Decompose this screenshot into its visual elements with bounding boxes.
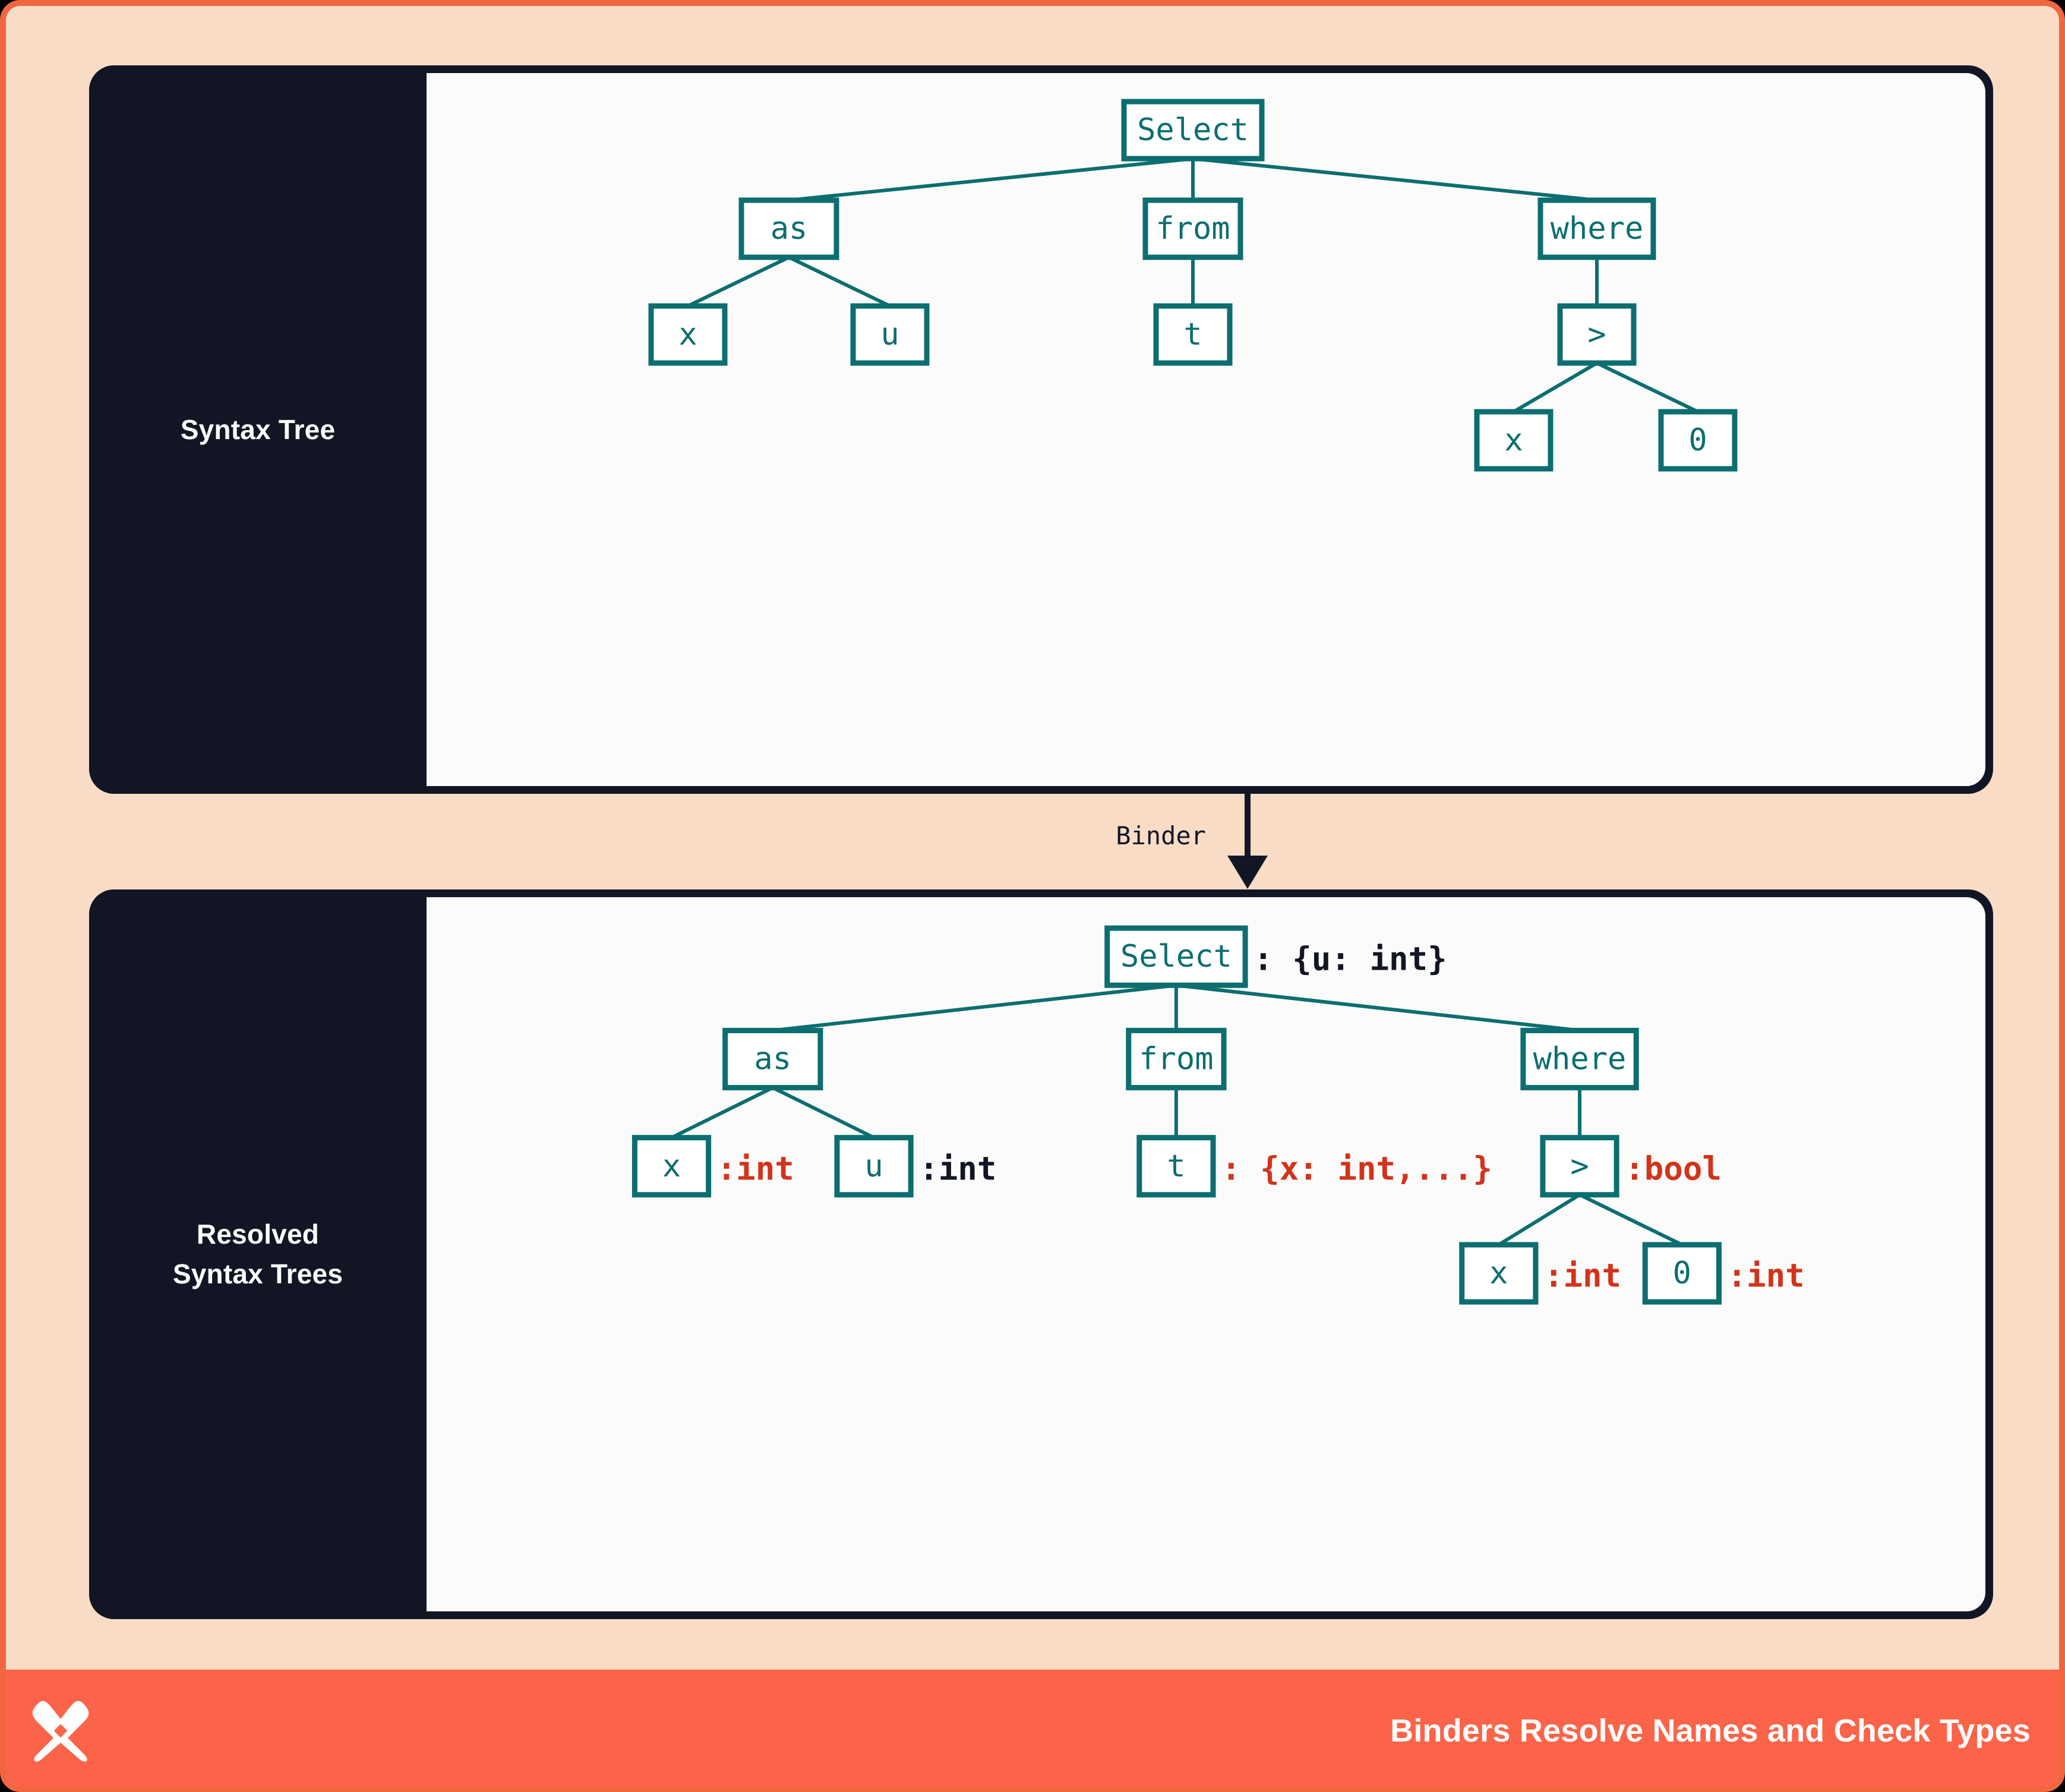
tree-node-box (1459, 1242, 1539, 1305)
binder-arrow-icon (1227, 794, 1268, 889)
tree-node-from[interactable]: from (1126, 1027, 1227, 1091)
tree-node-as[interactable]: as (722, 1027, 823, 1091)
tree-node-box (1153, 303, 1233, 366)
tree-node-box (1540, 1135, 1619, 1198)
tree-edge (772, 1086, 875, 1140)
tree-edge (1176, 983, 1580, 1033)
tree-node-from[interactable]: from (1142, 197, 1243, 260)
tree-node-as-u[interactable]: u (850, 303, 930, 366)
tree-node-gt-0[interactable]: 0 (1658, 409, 1738, 472)
syntax-tree-canvas: Select as from where x u t > x 0 (427, 73, 1985, 786)
tree-edge (788, 255, 891, 308)
binder-connector: Binder (956, 794, 1313, 890)
tree-node-box (1136, 1135, 1216, 1198)
tree-edge (772, 983, 1177, 1033)
tree-node-type-annotation: : {x: int,...} (1221, 1150, 1492, 1187)
tree-node-box (738, 197, 839, 260)
tree-node-gt-0[interactable]: 0 :int (1642, 1242, 1805, 1305)
tree-node-type-annotation: :int (717, 1150, 794, 1187)
tree-node-box (1126, 1027, 1227, 1091)
x-mark-logo-icon (27, 1698, 94, 1764)
tree-node-box (722, 1027, 823, 1091)
tree-node-label: 0 (1673, 1255, 1691, 1291)
panel-syntax-tree-label: Syntax Tree (89, 65, 427, 794)
tree-node-label: Select (1120, 939, 1232, 974)
syntax-tree-graphic: Select as from where x u t > x 0 (648, 99, 1738, 472)
tree-node-box (1658, 409, 1738, 472)
tree-node-type-annotation: :int (1544, 1257, 1621, 1295)
tree-node-box (1121, 99, 1265, 162)
tree-edge (687, 255, 790, 308)
tree-node-gt[interactable]: > (1557, 303, 1637, 366)
tree-node-select[interactable]: Select : {u: int} (1104, 925, 1447, 988)
tree-edge (1513, 361, 1598, 414)
tree-node-label: as (771, 211, 808, 247)
tree-node-select[interactable]: Select (1121, 99, 1265, 162)
footer-banner: Binders Resolve Names and Check Types (6, 1670, 2059, 1786)
tree-node-type-annotation: : {u: int} (1253, 941, 1447, 978)
tree-node-where[interactable]: where (1520, 1027, 1639, 1091)
resolved-syntax-tree-canvas: Select : {u: int} as from where x :int u :int t : … (427, 897, 1985, 1611)
tree-node-type-annotation: :int (1727, 1257, 1804, 1295)
tree-node-from-t[interactable]: t (1153, 303, 1233, 366)
tree-node-box (1142, 197, 1243, 260)
tree-node-label: t (1183, 317, 1202, 352)
tree-node-label: x (1489, 1255, 1508, 1291)
tree-node-box (648, 303, 728, 366)
tree-node-label: > (1570, 1149, 1589, 1184)
tree-node-as-x[interactable]: x :int (632, 1135, 794, 1198)
tree-node-box (632, 1135, 712, 1198)
tree-edge (1596, 361, 1699, 414)
tree-node-as-x[interactable]: x (648, 303, 728, 366)
tree-node-label: where (1551, 211, 1644, 247)
binder-label: Binder (1116, 821, 1206, 850)
tree-node-box (1520, 1027, 1639, 1091)
tree-edge (1498, 1193, 1581, 1247)
tree-node-box (1537, 197, 1656, 260)
tree-node-label: x (1504, 422, 1523, 458)
tree-edge (1578, 1193, 1683, 1247)
tree-node-box (1474, 409, 1554, 472)
tree-node-label: u (864, 1149, 883, 1184)
resolved-syntax-tree-graphic: Select : {u: int} as from where x :int u :int t : … (632, 925, 1805, 1305)
tree-node-label: 0 (1688, 422, 1707, 458)
tree-node-box (1104, 925, 1248, 988)
tree-node-label: x (662, 1149, 681, 1184)
tree-node-label: t (1167, 1149, 1185, 1184)
tree-node-where[interactable]: where (1537, 197, 1656, 260)
tree-node-label: from (1155, 211, 1230, 247)
tree-node-label: where (1533, 1041, 1627, 1077)
tree-node-label: x (678, 317, 697, 352)
tree-node-from-t[interactable]: t : {x: int,...} (1136, 1135, 1492, 1198)
tree-node-gt[interactable]: > :bool (1540, 1135, 1722, 1198)
tree-edge (788, 157, 1193, 202)
tree-node-label: from (1139, 1041, 1213, 1077)
tree-node-label: Select (1137, 112, 1249, 148)
tree-edge (671, 1086, 774, 1140)
tree-node-label: u (880, 317, 899, 352)
tree-node-as[interactable]: as (738, 197, 839, 260)
panel-syntax-tree: Syntax Tree Select as from where x u t > x 0 (89, 65, 1993, 794)
tree-node-gt-x[interactable]: x (1474, 409, 1554, 472)
tree-node-label: as (754, 1041, 791, 1077)
tree-node-as-u[interactable]: u :int (834, 1135, 996, 1198)
tree-node-box (1642, 1242, 1722, 1305)
tree-node-box (1557, 303, 1637, 366)
tree-edge (1192, 157, 1597, 202)
tree-node-box (850, 303, 930, 366)
tree-node-type-annotation: :bool (1625, 1150, 1722, 1187)
tree-node-label: > (1587, 317, 1606, 352)
tree-node-gt-x[interactable]: x :int (1459, 1242, 1621, 1305)
banner-title: Binders Resolve Names and Check Types (1390, 1713, 2031, 1749)
tree-node-type-annotation: :int (919, 1150, 996, 1187)
tree-node-box (834, 1135, 914, 1198)
